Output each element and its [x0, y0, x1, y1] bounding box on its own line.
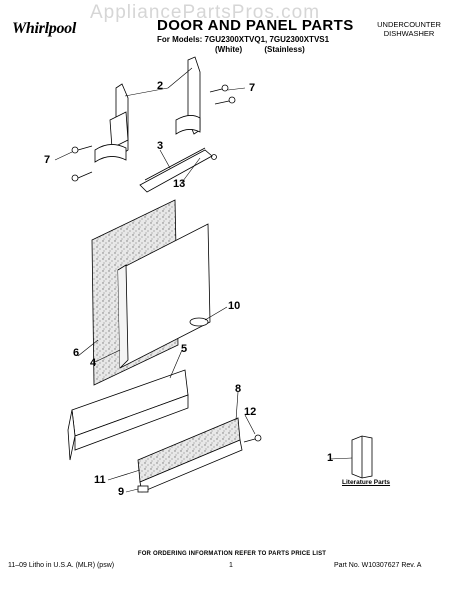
callout-4: 4: [90, 357, 97, 369]
handle-insert: [189, 317, 209, 327]
callout-2: 2: [157, 80, 164, 92]
lower-toe-panel: [67, 369, 189, 461]
callout-9: 9: [118, 486, 125, 498]
callout-12: 12: [244, 406, 257, 418]
callout-3: 3: [157, 140, 164, 152]
callout-1: 1: [327, 452, 334, 464]
category-line-2: DISHWASHER: [383, 29, 435, 38]
callout-6: 6: [73, 347, 80, 359]
page-number: 1: [229, 562, 233, 569]
model-numbers: For Models: 7GU2300XTVQ1, 7GU2300XTVS1: [157, 35, 330, 44]
screw-12: [243, 434, 262, 443]
variant-white: (White): [215, 45, 243, 54]
hinge-plate: [139, 147, 217, 193]
callout-5: 5: [181, 343, 188, 355]
screws-right: [209, 84, 236, 105]
screws-left: [71, 145, 93, 182]
appliance-category: UNDERCOUNTER DISHWASHER: [364, 20, 454, 38]
category-line-1: UNDERCOUNTER: [377, 20, 441, 29]
model-variants: (White) (Stainless): [215, 45, 325, 54]
literature-booklet: [351, 435, 373, 479]
callout-10: 10: [228, 300, 241, 312]
ordering-note: FOR ORDERING INFORMATION REFER TO PARTS …: [137, 551, 327, 557]
callout-13: 13: [173, 178, 186, 190]
brand-logo: Whirlpool: [12, 20, 76, 37]
callout-7-right: 7: [249, 82, 256, 94]
literature-parts-label: Literature Parts: [342, 479, 391, 486]
callout-7-left: 7: [44, 154, 51, 166]
hinge-right: [175, 56, 201, 135]
hinge-left: [94, 83, 129, 163]
clip: [137, 485, 149, 493]
callout-8: 8: [235, 383, 242, 395]
part-number: Part No. W10307627 Rev. A: [334, 562, 422, 569]
variant-stainless: (Stainless): [264, 45, 305, 54]
callout-11: 11: [94, 474, 106, 486]
kick-plate: [137, 417, 243, 493]
page-title: DOOR AND PANEL PARTS: [157, 17, 354, 34]
litho-info: 11–09 Litho in U.S.A. (MLR) (psw): [8, 562, 115, 569]
watermark: AppliancePartsPros.com: [90, 2, 321, 23]
